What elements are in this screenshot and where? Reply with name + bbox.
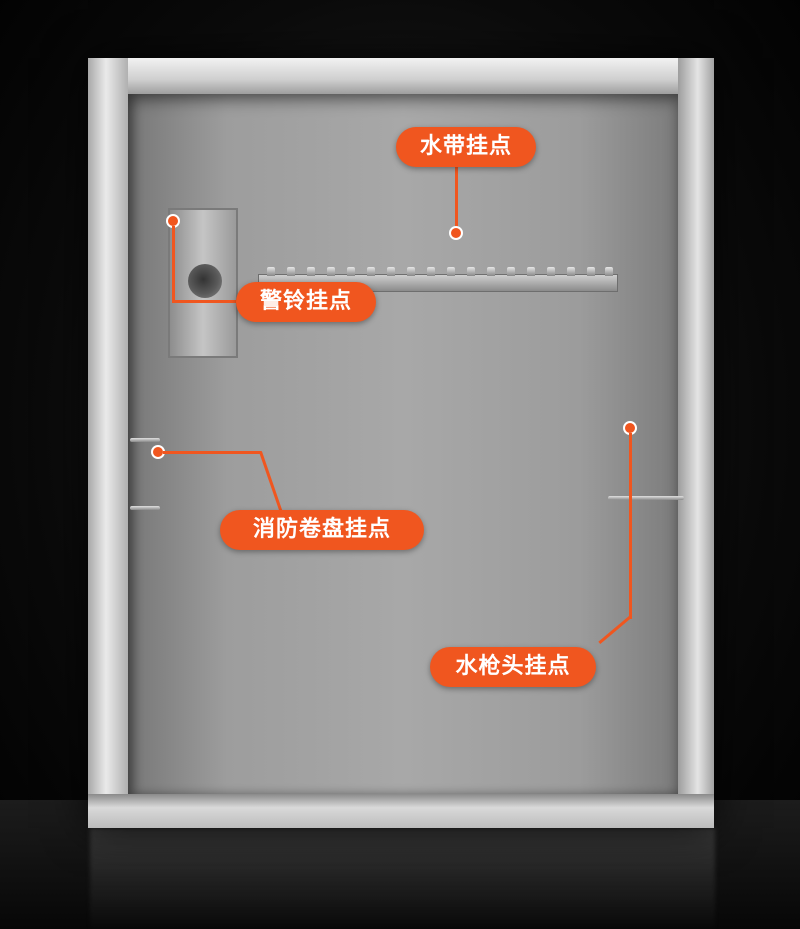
- nozzle-hook: [608, 496, 684, 500]
- hose-hook: [487, 267, 495, 276]
- alarm-bell-mount-plate: [168, 208, 238, 358]
- hose-hook: [427, 267, 435, 276]
- hose-callout-line: [455, 166, 458, 232]
- nozzle-callout-line-vertical: [629, 433, 632, 619]
- hose-hook: [387, 267, 395, 276]
- reel-callout-line-horizontal: [163, 451, 261, 454]
- hose-hook: [467, 267, 475, 276]
- frame-bottom: [88, 794, 714, 828]
- hose-callout-label: 水带挂点: [396, 127, 536, 167]
- hose-hook: [587, 267, 595, 276]
- hose-hook: [407, 267, 415, 276]
- hose-hook: [507, 267, 515, 276]
- reel-callout-label: 消防卷盘挂点: [220, 510, 424, 550]
- fire-hydrant-cabinet: [88, 58, 714, 828]
- hose-hook: [327, 267, 335, 276]
- alarm-bell-hole: [188, 264, 222, 298]
- reel-upper-hook: [130, 438, 160, 442]
- hose-hook: [447, 267, 455, 276]
- frame-top: [88, 58, 714, 94]
- hose-callout-dot: [449, 226, 463, 240]
- frame-left: [88, 58, 128, 828]
- alarm-bell-callout-line-vertical: [172, 226, 175, 302]
- hose-hook: [287, 267, 295, 276]
- hose-hook: [527, 267, 535, 276]
- frame-right: [678, 58, 714, 828]
- hose-hook: [605, 267, 613, 276]
- alarm-bell-callout-line-horizontal: [172, 300, 238, 303]
- inner-back-panel: [128, 94, 684, 794]
- hose-hook: [367, 267, 375, 276]
- alarm-bell-callout-label: 警铃挂点: [236, 282, 376, 322]
- hose-hook: [347, 267, 355, 276]
- hose-hook: [267, 267, 275, 276]
- reel-lower-hook: [130, 506, 160, 510]
- hose-hook: [547, 267, 555, 276]
- floor-reflection: [90, 828, 715, 929]
- nozzle-callout-label: 水枪头挂点: [430, 647, 596, 687]
- hose-hook: [307, 267, 315, 276]
- hose-hook: [567, 267, 575, 276]
